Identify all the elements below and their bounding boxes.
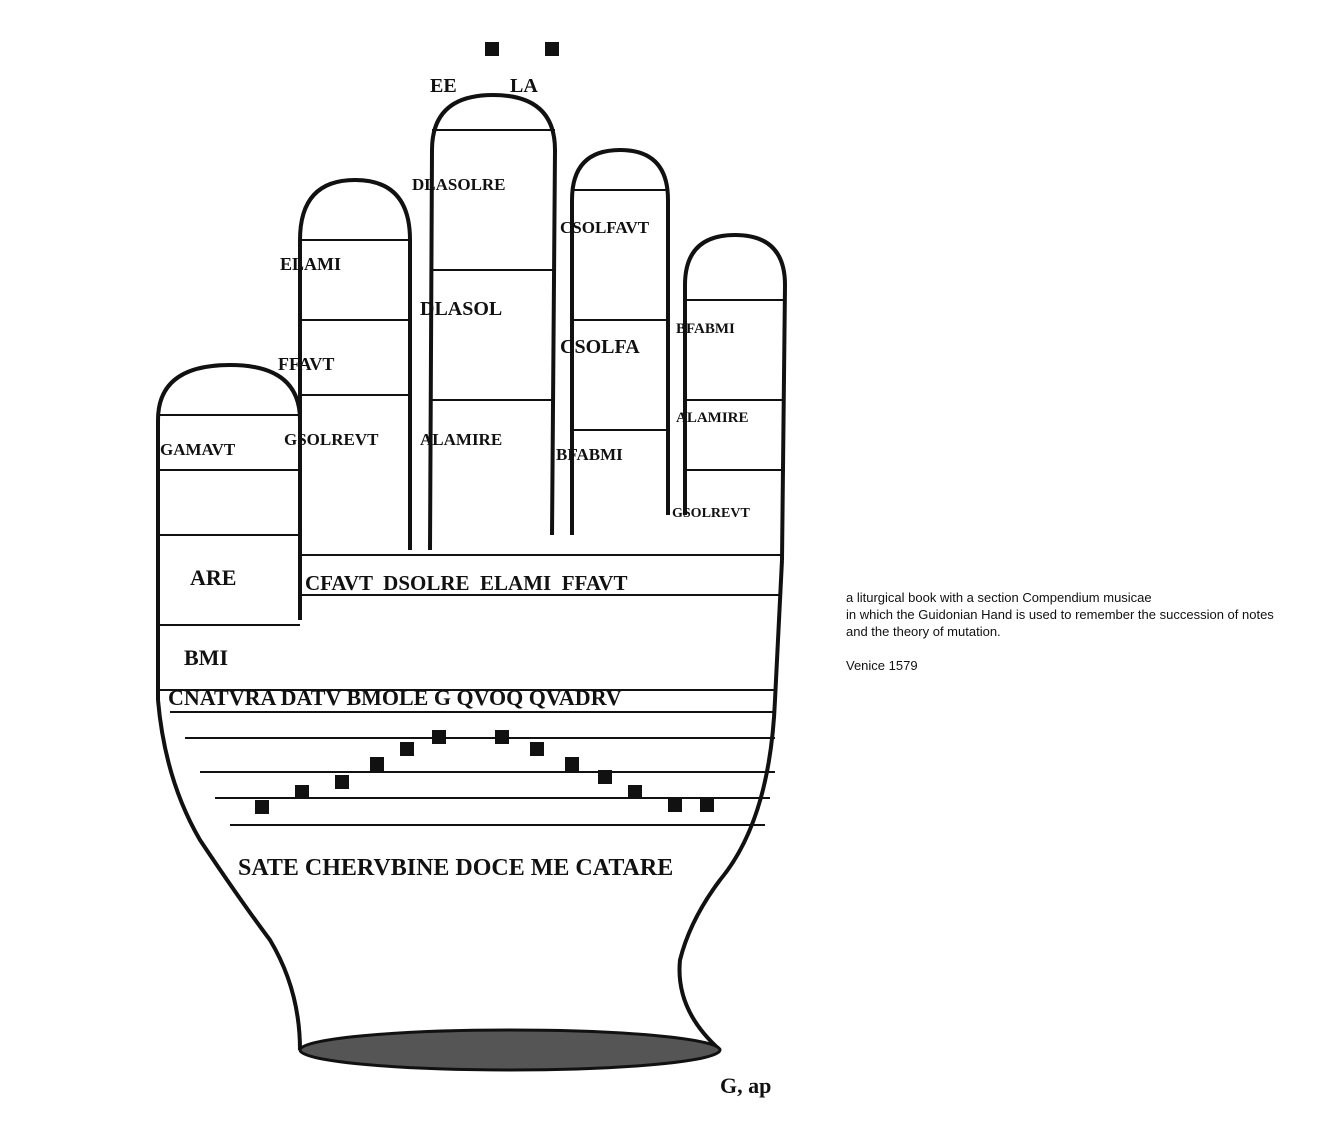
- caption-line-1: a liturgical book with a section Compend…: [846, 590, 1152, 605]
- ring-label-2: CSOLFA: [560, 336, 640, 358]
- index-label-3: GSOLREVT: [284, 430, 379, 449]
- index-label-1: ELAMI: [280, 254, 341, 274]
- thumb-label-3: BMI: [184, 645, 228, 670]
- caption: a liturgical book with a section Compend…: [846, 589, 1274, 674]
- guidonian-hand-illustration: EE LA GAMAVT ARE BMI ELAMI FFAVT GSOLREV…: [156, 42, 788, 1098]
- natura-line: CNATVRA DATV BMOLE G QVOQ QVADRV: [168, 685, 622, 710]
- pinky-label-2: ALAMIRE: [676, 410, 749, 426]
- pinky-label-3: GSOLREVT: [672, 506, 750, 521]
- middle-label-2: DLASOL: [420, 298, 502, 320]
- signature-mark: G, ap: [720, 1073, 771, 1098]
- palm-row-label: CFAVT DSOLRE ELAMI FFAVT: [305, 571, 627, 595]
- middle-label-3: ALAMIRE: [420, 430, 502, 449]
- ring-label-1: CSOLFAVT: [560, 218, 650, 237]
- thumb-label-1: GAMAVT: [160, 440, 236, 459]
- top-label-e: EE: [430, 75, 457, 97]
- wrist-cuff: [298, 1028, 722, 1072]
- ring-finger-outline: [570, 147, 670, 535]
- chant-text: SATE CHERVBINE DOCE ME CATARE: [238, 855, 673, 881]
- thumb-label-2: ARE: [190, 565, 236, 590]
- pinky-finger-outline: [683, 232, 788, 561]
- staff-notes: [255, 42, 714, 814]
- index-finger-outline: [298, 177, 412, 560]
- palm-outline: [156, 559, 784, 1052]
- caption-place-date: Venice 1579: [846, 658, 918, 673]
- middle-finger-outline: [428, 92, 558, 551]
- caption-line-2: in which the Guidonian Hand is used to r…: [846, 607, 1274, 622]
- caption-line-3: and the theory of mutation.: [846, 624, 1001, 639]
- top-label-la: LA: [510, 75, 538, 97]
- index-label-2: FFAVT: [278, 354, 334, 374]
- pinky-label-1: BFABMI: [676, 321, 735, 337]
- thumb-outline: [156, 362, 302, 700]
- middle-label-1: DLASOLRE: [412, 175, 506, 194]
- ring-label-3: BFABMI: [556, 445, 623, 464]
